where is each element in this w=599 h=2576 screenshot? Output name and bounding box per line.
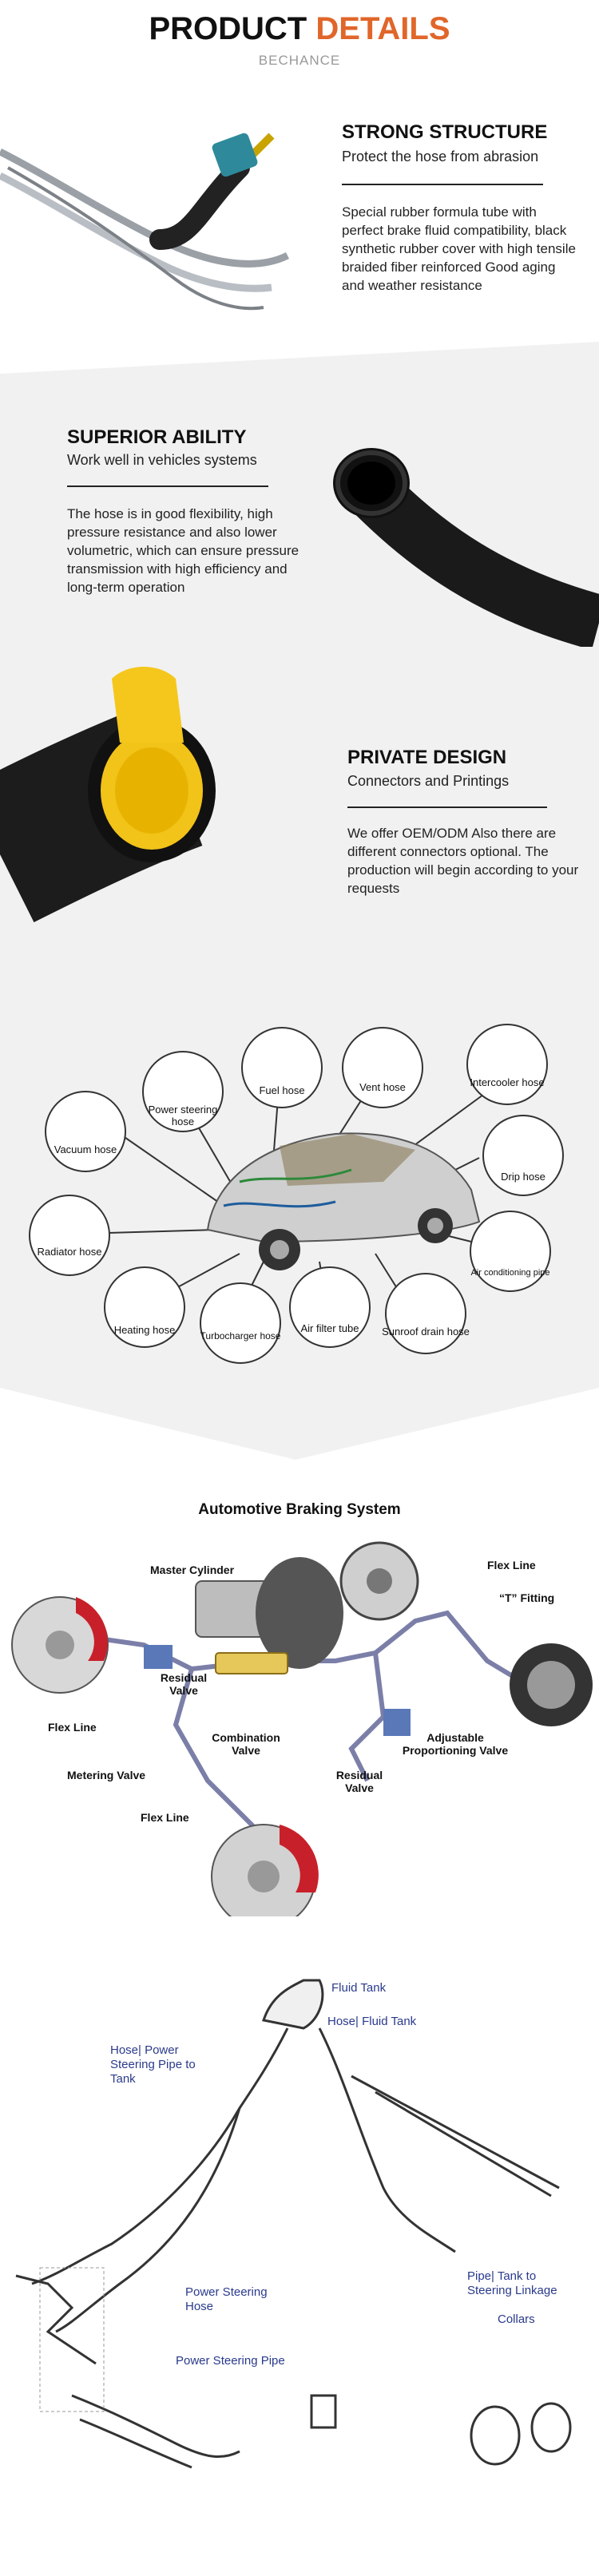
page-title-first-word: PRODUCT	[149, 11, 307, 46]
label-sunroof-drain-hose: Sunroof drain hose	[382, 1326, 470, 1338]
label-fluid-tank: Fluid Tank	[331, 1981, 387, 1995]
bubble-power-steering-hose	[142, 1051, 224, 1132]
label-master-cylinder: Master Cylinder	[150, 1563, 235, 1576]
label-combination-valve: Combination Valve	[212, 1731, 280, 1757]
label-flex-line-left: Flex Line	[48, 1721, 97, 1734]
bubble-air-conditioning-pipe	[470, 1211, 551, 1292]
black-rubber-hose-image	[333, 448, 599, 647]
label-t-fitting: “T” Fitting	[499, 1591, 555, 1604]
label-heating-hose: Heating hose	[113, 1324, 176, 1336]
label-collars: Collars	[498, 2312, 535, 2326]
yellow-connector-hose-image	[0, 667, 216, 922]
bubble-vent-hose	[342, 1027, 423, 1108]
bubble-vacuum-hose	[45, 1091, 126, 1172]
braking-system-title: Automotive Braking System	[198, 1501, 401, 1518]
label-drip-hose: Drip hose	[501, 1171, 545, 1183]
label-vent-hose: Vent hose	[359, 1081, 406, 1093]
label-radiator-hose: Radiator hose	[37, 1246, 102, 1258]
section-2-heading: SUPERIOR ABILITY	[67, 426, 247, 448]
section-1-divider	[342, 184, 543, 185]
section-3-heading: PRIVATE DESIGN	[347, 747, 507, 768]
section-3-body: We offer OEM/ODM Also there are differen…	[347, 826, 579, 896]
label-hose-fluid-tank: Hose| Fluid Tank	[327, 2015, 417, 2028]
label-flex-line-top: Flex Line	[487, 1559, 536, 1571]
bubble-heating-hose	[104, 1266, 185, 1348]
label-vacuum-hose: Vacuum hose	[54, 1143, 117, 1155]
page-subtitle: BECHANCE	[258, 53, 341, 68]
page-title-accent-word: DETAILS	[315, 11, 450, 46]
label-residual-valve-left: Residual Valve	[160, 1671, 208, 1697]
label-air-conditioning-pipe: Air conditioning pipe	[470, 1268, 550, 1278]
page-title: PRODUCT DETAILS	[0, 11, 599, 47]
bubble-intercooler-hose	[466, 1024, 548, 1105]
section-2-subheading: Work well in vehicles systems	[67, 452, 257, 468]
bubble-air-filter-tube	[289, 1266, 371, 1348]
label-power-steering-hose: Power Steering Hose	[185, 2285, 268, 2313]
label-fuel-hose: Fuel hose	[259, 1084, 305, 1096]
section-1-body: Special rubber formula tube with perfect…	[342, 204, 576, 293]
label-adjustable-proportioning-valve: Adjustable Proportioning Valve	[402, 1731, 509, 1757]
label-flex-line-bottom: Flex Line	[141, 1811, 189, 1824]
section-1-heading: STRONG STRUCTURE	[342, 121, 548, 143]
label-power-steering-pipe: Power Steering Pipe	[176, 2354, 285, 2368]
bubble-sunroof-drain-hose	[385, 1273, 466, 1354]
bubble-radiator-hose	[29, 1195, 110, 1276]
bubble-fuel-hose	[241, 1027, 323, 1108]
label-residual-valve-bottom: Residual Valve	[335, 1769, 383, 1794]
label-hose-power-steering-pipe-to-tank: Hose| Power Steering Pipe to Tank	[110, 2043, 196, 2086]
brake-line-image	[0, 133, 290, 311]
power-steering-diagram	[15, 1979, 572, 2469]
bubble-drip-hose	[482, 1115, 564, 1196]
section-3-subheading: Connectors and Printings	[347, 773, 510, 789]
label-pipe-tank-to-steering-linkage: Pipe| Tank to Steering Linkage	[467, 2269, 557, 2297]
label-power-steering-hose: Power steering hose	[148, 1104, 218, 1127]
braking-system-diagram	[11, 1541, 593, 1916]
car-hose-application-diagram	[79, 1077, 496, 1318]
label-air-filter-tube: Air filter tube	[300, 1322, 359, 1334]
section-2-divider	[67, 485, 268, 487]
section-1-subheading: Protect the hose from abrasion	[342, 149, 539, 164]
section-3-divider	[347, 806, 547, 808]
label-intercooler-hose: Intercooler hose	[470, 1076, 545, 1088]
label-metering-valve: Metering Valve	[67, 1769, 146, 1781]
label-turbocharger-hose: Turbocharger hose	[200, 1330, 281, 1342]
section-2-body: The hose is in good flexibility, high pr…	[67, 506, 300, 595]
bubble-turbocharger-hose	[200, 1282, 281, 1364]
